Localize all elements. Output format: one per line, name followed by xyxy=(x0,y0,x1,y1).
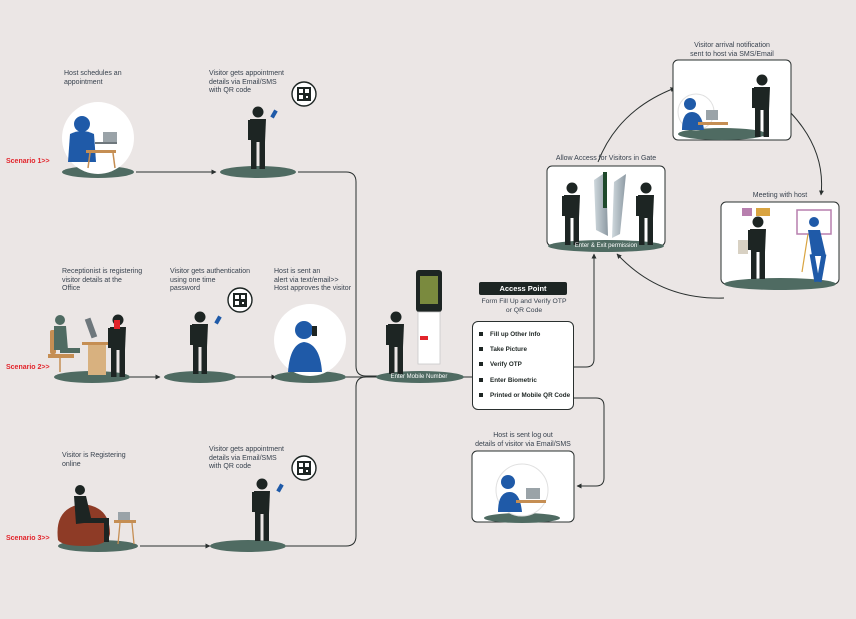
access-point-steps: Fill up Other Info Take Picture Verify O… xyxy=(472,321,574,410)
kiosk-scene xyxy=(376,270,464,383)
scenario-2-label: Scenario 2>> xyxy=(6,364,50,371)
step-qr-code: Printed or Mobile QR Code xyxy=(479,391,573,406)
allow-access-caption: Allow Access for Visitors in Gate xyxy=(555,155,657,162)
arrival-notification-caption: Visitor arrival notification sent to hos… xyxy=(690,42,774,58)
meeting-scene xyxy=(720,201,840,290)
visitor-online-scene xyxy=(57,485,138,552)
host-schedules-scene xyxy=(62,102,134,178)
connectors xyxy=(130,87,824,549)
meeting-caption: Meeting with host xyxy=(752,192,808,199)
access-point-subtitle: Form Fill Up and Verify OTP or QR Code xyxy=(481,298,567,314)
visitor-online-caption: Visitor is Registering online xyxy=(62,452,126,468)
scenario-1-label: Scenario 1>> xyxy=(6,158,50,165)
access-point-title: Access Point xyxy=(479,282,567,295)
receptionist-scene xyxy=(48,314,130,383)
scenario-3-label: Scenario 3>> xyxy=(6,535,50,542)
host-schedules-caption: Host schedules an appointment xyxy=(64,70,122,86)
visitor-appointment-scene-1 xyxy=(220,81,317,178)
host-alert-scene xyxy=(274,304,346,383)
visitor-auth-caption: Visitor gets authentication using one ti… xyxy=(170,268,251,292)
kiosk-base-label: Enter Mobile Number xyxy=(390,374,448,380)
step-enter-biometric: Enter Biometric xyxy=(479,376,573,391)
visitor-appointment-caption-3: Visitor gets appointment details via Ema… xyxy=(209,446,284,470)
receptionist-caption: Receptionist is registering visitor deta… xyxy=(62,268,143,292)
step-take-picture: Take Picture xyxy=(479,345,573,360)
visitor-auth-scene xyxy=(164,287,253,383)
gate-base-label: Enter & Exit permission xyxy=(574,243,638,249)
gate-scene xyxy=(546,165,666,252)
arrival-notification-scene xyxy=(672,59,792,141)
host-logout-caption: Host is sent log out details of visitor … xyxy=(475,432,571,448)
visitor-appointment-caption-1: Visitor gets appointment details via Ema… xyxy=(209,70,284,94)
step-fill-info: Fill up Other Info xyxy=(479,330,573,345)
step-verify-otp: Verify OTP xyxy=(479,360,573,375)
visitor-appointment-scene-3 xyxy=(210,455,317,552)
host-logout-scene xyxy=(471,450,575,523)
host-alert-caption: Host is sent an alert via text/email>> H… xyxy=(274,268,352,292)
